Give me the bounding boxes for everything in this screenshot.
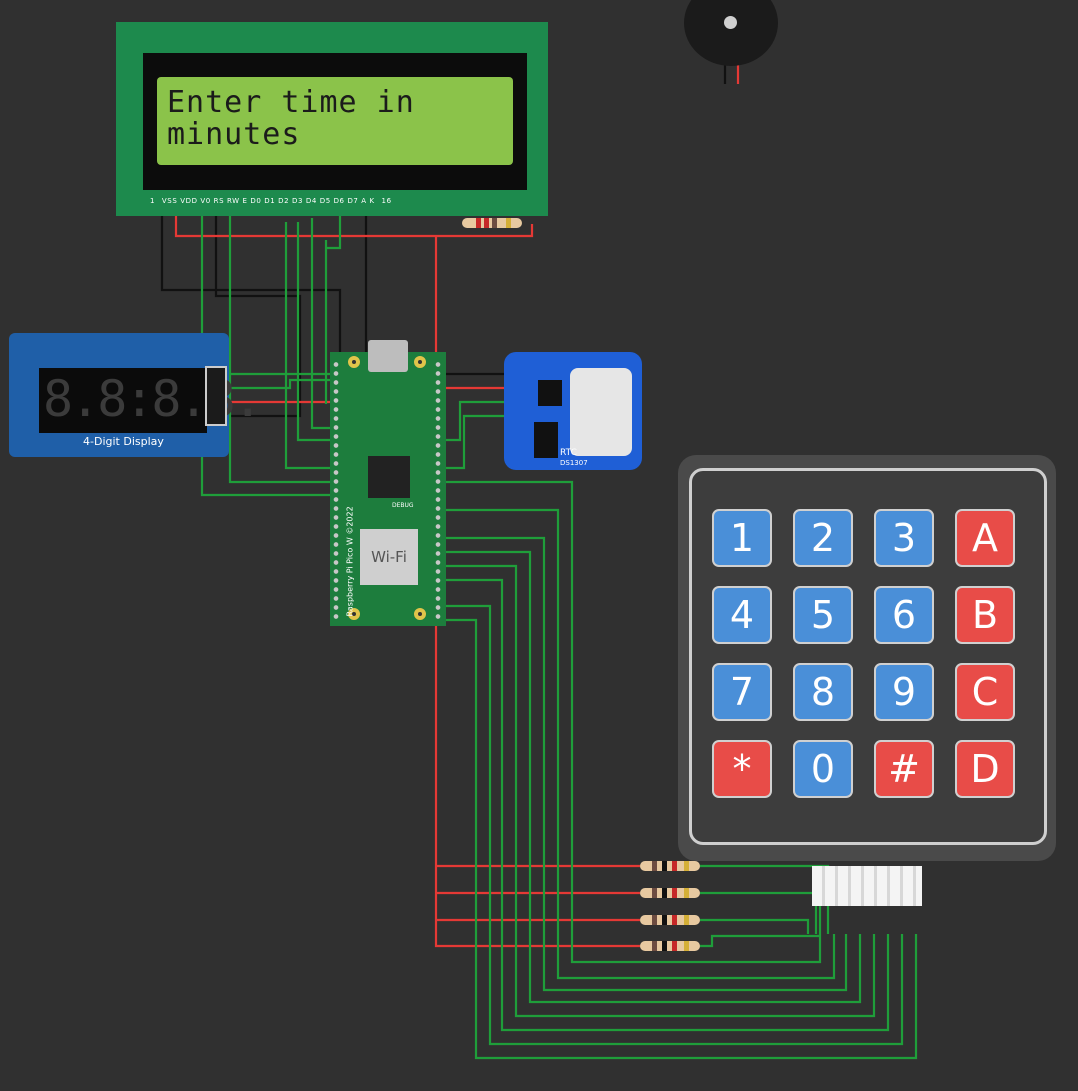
key-4[interactable]: 4 xyxy=(712,586,772,644)
segment-header-pins xyxy=(205,366,227,426)
key-3[interactable]: 3 xyxy=(874,509,934,567)
rtc-module[interactable]: RTC DS1307 xyxy=(504,352,642,470)
key-7[interactable]: 7 xyxy=(712,663,772,721)
lcd-screen: Enter time in minutes xyxy=(157,77,513,165)
rtc-label-line1: RTC xyxy=(560,448,577,458)
lcd-pin-labels: 1 VSS VDD V0 RS RW E D0 D1 D2 D3 D4 D5 D… xyxy=(150,197,392,205)
lcd-line-2: minutes xyxy=(167,117,301,152)
lcd-bezel: Enter time in minutes xyxy=(143,53,527,190)
rtc-label-line2: DS1307 xyxy=(560,459,588,467)
key-5[interactable]: 5 xyxy=(793,586,853,644)
segment-digits: 8.8:8.8. xyxy=(43,370,263,428)
rp2040-chip xyxy=(368,456,410,498)
key-D[interactable]: D xyxy=(955,740,1015,798)
usb-connector xyxy=(368,340,408,372)
debug-label: DEBUG xyxy=(392,502,414,509)
coin-cell-holder xyxy=(570,368,632,456)
rtc-chip xyxy=(538,380,562,406)
key-0[interactable]: 0 xyxy=(793,740,853,798)
lcd-display[interactable]: Enter time in minutes 1 VSS VDD V0 RS RW… xyxy=(116,22,548,216)
key-C[interactable]: C xyxy=(955,663,1015,721)
key-8[interactable]: 8 xyxy=(793,663,853,721)
keypad-resistor-3[interactable] xyxy=(640,915,700,925)
key-1[interactable]: 1 xyxy=(712,509,772,567)
buzzer-center xyxy=(724,16,737,29)
mount-hole xyxy=(414,608,426,620)
pico-right-pins xyxy=(434,360,442,622)
buzzer[interactable] xyxy=(684,0,778,66)
keypad-resistor-2[interactable] xyxy=(640,888,700,898)
lcd-line-1: Enter time in xyxy=(167,85,415,120)
keypad-resistor-4[interactable] xyxy=(640,941,700,951)
raspberry-pi-pico-w[interactable]: DEBUG Wi-Fi Raspberry Pi Pico W ©2022 xyxy=(330,340,446,626)
mount-hole xyxy=(348,356,360,368)
lcd-resistor[interactable] xyxy=(462,218,522,228)
segment-display-label: 4-Digit Display xyxy=(83,435,164,448)
key-9[interactable]: 9 xyxy=(874,663,934,721)
pico-left-pins xyxy=(332,360,340,622)
lcd-pin-last: 16 xyxy=(381,197,392,205)
mount-hole xyxy=(348,608,360,620)
keypad-ribbon-connector xyxy=(812,866,922,906)
key-B[interactable]: B xyxy=(955,586,1015,644)
lcd-pin-first: 1 xyxy=(150,197,156,205)
key-#[interactable]: # xyxy=(874,740,934,798)
four-digit-display[interactable]: 8.8:8.8. 4-Digit Display xyxy=(9,333,263,457)
lcd-pin-names: VSS VDD V0 RS RW E D0 D1 D2 D3 D4 D5 D6 … xyxy=(161,197,375,205)
rtc-label: RTC DS1307 xyxy=(560,448,588,468)
key-A[interactable]: A xyxy=(955,509,1015,567)
crystal xyxy=(534,422,558,458)
key-*[interactable]: * xyxy=(712,740,772,798)
keypad-resistor-1[interactable] xyxy=(640,861,700,871)
mount-hole xyxy=(414,356,426,368)
segment-window: 8.8:8.8. xyxy=(39,368,263,433)
wifi-module: Wi-Fi xyxy=(360,529,418,585)
pico-board-name: Raspberry Pi Pico W ©2022 xyxy=(345,506,355,617)
key-6[interactable]: 6 xyxy=(874,586,934,644)
key-2[interactable]: 2 xyxy=(793,509,853,567)
